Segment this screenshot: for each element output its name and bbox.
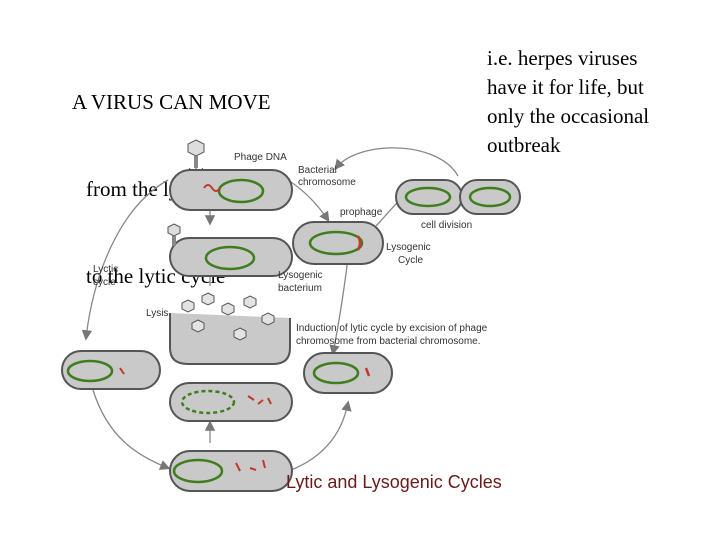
- label-lysogenic-cycle-2: Cycle: [398, 255, 423, 266]
- label-lysogenic-cycle-1: Lysogenic: [386, 242, 431, 253]
- right-note-line-4: outbreak: [487, 133, 561, 157]
- left-heading-line-1: A VIRUS CAN MOVE: [72, 90, 271, 114]
- right-note: i.e. herpes viruses have it for life, bu…: [487, 44, 697, 160]
- label-bacterial-2: chromosome: [298, 177, 356, 188]
- arrow-infection-to-lysogen: [287, 179, 330, 223]
- cells-dividing: [395, 179, 521, 215]
- label-prophage: prophage: [340, 207, 383, 218]
- label-induction-2: chromosome from bacterial chromosome.: [296, 336, 481, 347]
- cell-fragmented: [169, 382, 293, 422]
- lytic-lysogenic-diagram: Phage DNA Bacterial chromosome Lysis Lyc…: [61, 139, 521, 492]
- cell-new-cycle: [169, 450, 293, 492]
- label-lytic-2: cycle: [93, 277, 116, 288]
- label-bacterial-1: Bacterial: [298, 165, 337, 176]
- cell-lysogenic: [292, 221, 384, 265]
- label-lysogenic-bacterium-2: bacterium: [278, 283, 322, 294]
- phage-infecting: [185, 139, 207, 175]
- cell-infected: [169, 169, 293, 211]
- cell-induced: [303, 352, 393, 394]
- arrow-lytic-top: [81, 179, 169, 341]
- right-note-line-1: i.e. herpes viruses: [487, 46, 638, 70]
- label-lytic-1: Lyctic: [93, 264, 118, 275]
- label-phage-dna: Phage DNA: [234, 152, 287, 163]
- arrow-lytic-bottom: [92, 389, 171, 470]
- cycle-arrows: [81, 147, 459, 474]
- label-cell-division: cell division: [421, 220, 472, 231]
- label-lysogenic-bacterium-1: Lysogenic: [278, 270, 323, 281]
- label-lysis: Lysis: [146, 308, 168, 319]
- diagram-title: Lytic and Lysogenic Cycles: [286, 472, 502, 492]
- cell-lysis: [169, 292, 291, 365]
- right-note-line-2: have it for life, but: [487, 75, 644, 99]
- arrow-return-bottom: [282, 400, 352, 474]
- arrow-division-return: [334, 147, 459, 177]
- cell-released: [61, 350, 161, 390]
- cell-phage-replicating: [167, 223, 293, 277]
- label-induction-1: Induction of lytic cycle by excision of …: [296, 323, 488, 334]
- right-note-line-3: only the occasional: [487, 104, 650, 128]
- arrow-induction: [329, 257, 349, 356]
